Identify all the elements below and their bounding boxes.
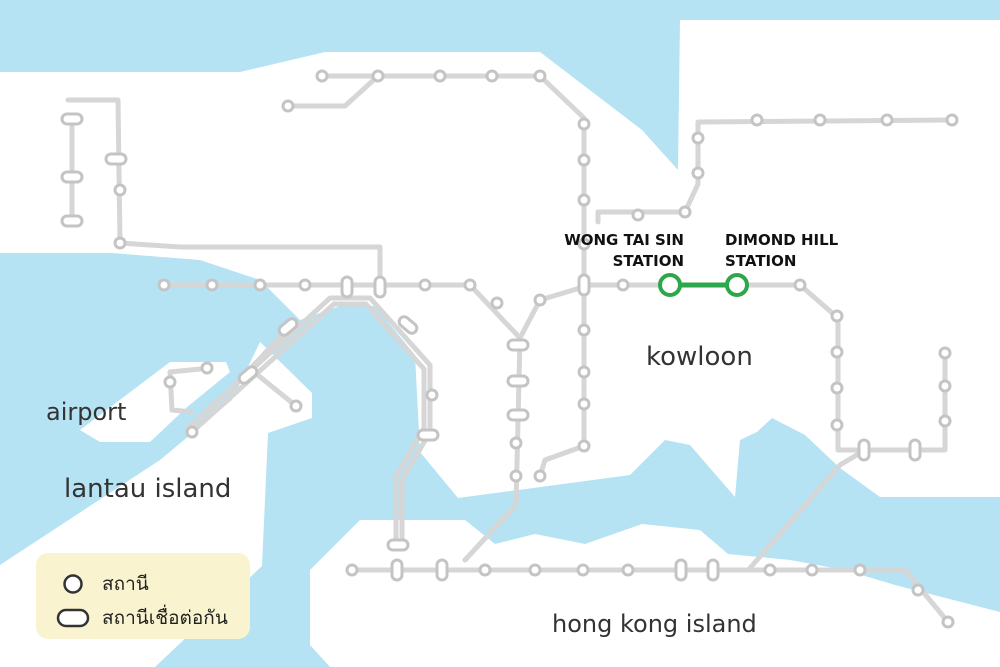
diamond-hill-label-line2: STATION [725, 252, 797, 270]
line-tung-chung-a [185, 295, 433, 549]
rail-lines [65, 73, 953, 625]
kowloon-land [0, 20, 1000, 498]
hong-kong-island-label: hong kong island [552, 610, 757, 638]
line-west-rail [65, 97, 383, 289]
diamond-hill-label-line1: DIMOND HILL [725, 231, 839, 249]
legend-station-text: สถานี [102, 573, 149, 595]
interchange-pill-icon [56, 608, 90, 628]
line-disney [251, 369, 299, 409]
wong-tai-sin-station-label: WONG TAI SIN STATION [564, 230, 684, 272]
wong-tai-sin-label-line2: STATION [612, 252, 684, 270]
hong-kong-island-land [310, 520, 1000, 667]
line-tung-chung-b [189, 301, 427, 549]
wong-tai-sin-label-line1: WONG TAI SIN [564, 231, 684, 249]
line-north-loop [285, 73, 587, 449]
legend-interchange-row: สถานีเชื่อต่อกัน [56, 603, 228, 633]
lantau-island-label: lantau island [64, 474, 232, 504]
regular-stations [113, 69, 959, 629]
legend-station-row: สถานี [56, 569, 149, 599]
legend: สถานี สถานีเชื่อต่อกัน [36, 553, 250, 639]
interchange-stations [60, 112, 922, 582]
highlighted-route [658, 273, 749, 297]
line-kwun-tong-link [595, 117, 953, 225]
wong-tai-sin-station-marker[interactable] [658, 273, 682, 297]
diamond-hill-station-marker[interactable] [725, 273, 749, 297]
airport-land [80, 362, 230, 442]
airport-label: airport [46, 398, 127, 426]
diamond-hill-station-label: DIMOND HILL STATION [725, 230, 838, 272]
legend-interchange-text: สถานีเชื่อต่อกัน [102, 607, 228, 629]
station-circle-icon [63, 574, 83, 594]
kowloon-label: kowloon [646, 342, 753, 372]
line-east-rail-cross [747, 447, 868, 571]
